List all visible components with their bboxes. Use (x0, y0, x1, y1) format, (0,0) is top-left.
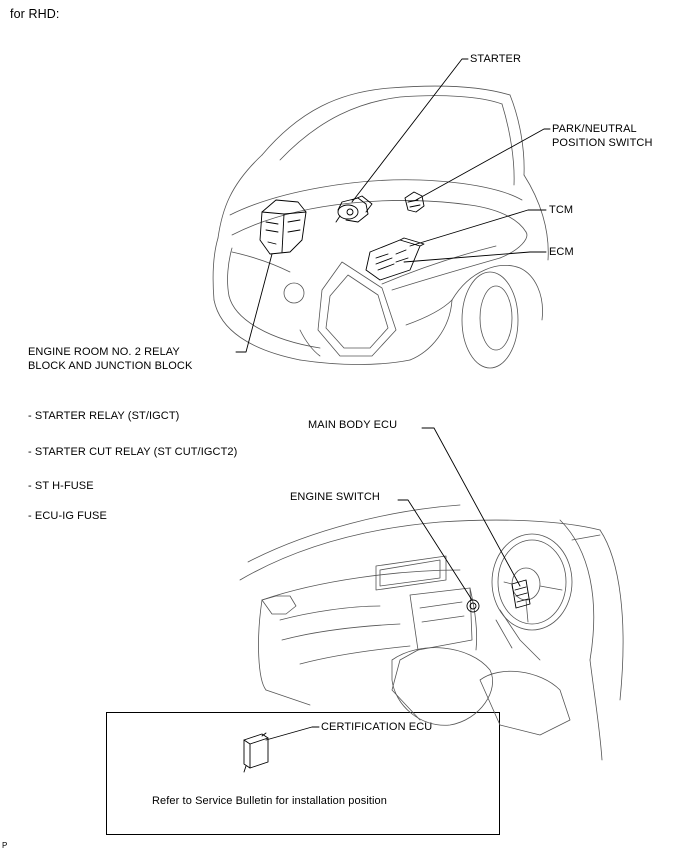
label-relay-block-line2: BLOCK AND JUNCTION BLOCK (28, 360, 193, 372)
cabin-leader-lines (397, 427, 521, 601)
label-tcm: TCM (549, 204, 574, 216)
engine-switch-icon (466, 599, 480, 613)
label-starter: STARTER (470, 53, 522, 65)
page-title: for RHD: (10, 7, 60, 21)
relay-block-icon (259, 199, 307, 255)
tcm-ecm-icon (365, 237, 425, 281)
main-body-ecu-icon (511, 579, 531, 609)
relay-item: - ST H-FUSE (28, 480, 94, 492)
car-front-illustration (212, 85, 549, 369)
footer-code: P (2, 841, 8, 850)
certification-ecu-note-box (106, 712, 500, 835)
pn-switch-icon (404, 191, 425, 213)
starter-icon (335, 195, 373, 223)
label-main-body-ecu: MAIN BODY ECU (308, 419, 398, 431)
certification-ecu-icon (243, 732, 269, 773)
relay-item: - STARTER RELAY (ST/IGCT) (28, 410, 180, 422)
relay-item: - STARTER CUT RELAY (ST CUT/IGCT2) (28, 446, 238, 458)
certification-ecu-leader (265, 726, 320, 741)
label-certification-ecu: CERTIFICATION ECU (321, 721, 433, 733)
label-ecm: ECM (549, 246, 574, 258)
car-leader-lines (235, 58, 551, 353)
label-engine-switch: ENGINE SWITCH (290, 491, 380, 503)
label-pn-switch-line2: POSITION SWITCH (552, 137, 653, 149)
label-relay-block-line1: ENGINE ROOM NO. 2 RELAY (28, 346, 180, 358)
installation-note: Refer to Service Bulletin for installati… (152, 795, 387, 807)
dashboard-illustration (239, 504, 624, 761)
relay-item: - ECU-IG FUSE (28, 510, 107, 522)
label-pn-switch-line1: PARK/NEUTRAL (552, 123, 637, 135)
